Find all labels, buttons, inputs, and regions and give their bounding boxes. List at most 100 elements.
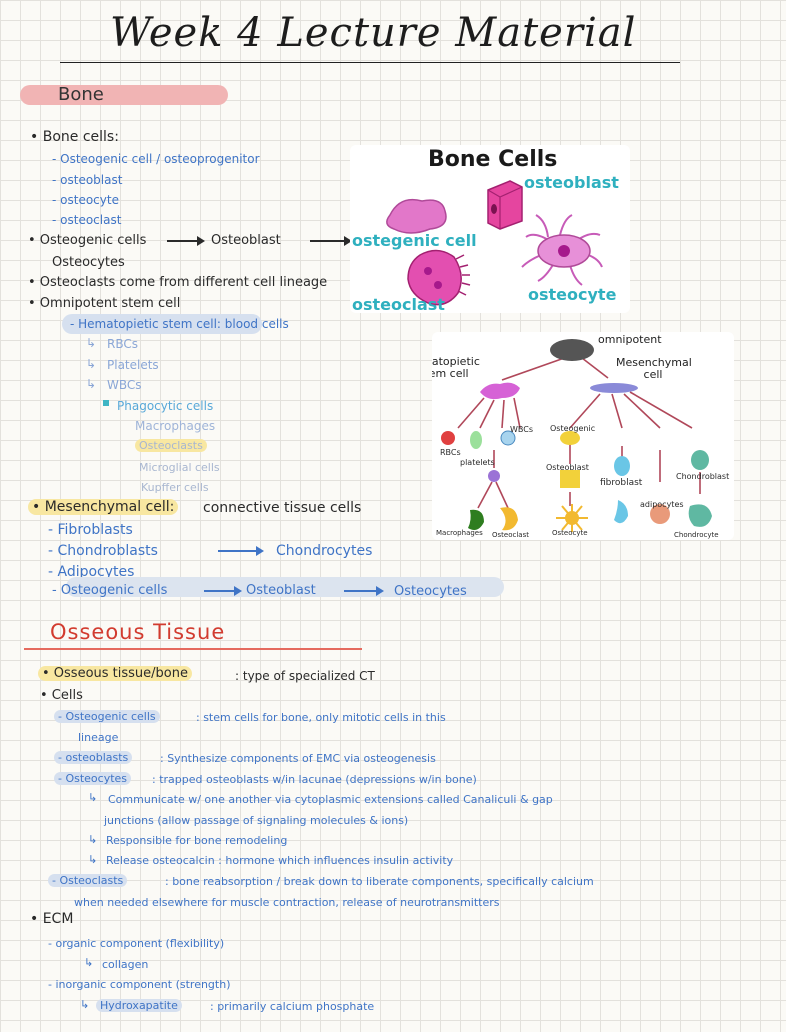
title-underline (60, 62, 680, 63)
fig2-chondrocyte: Chondrocyte (674, 531, 719, 539)
osseous-heading: Osseous Tissue (50, 620, 226, 644)
oc-sub3-arrow: ↳ (88, 853, 98, 866)
bone-cells-illustration (386, 180, 603, 306)
collagen-arrow: ↳ (84, 956, 94, 969)
osteoclast-yellow (500, 507, 518, 531)
og-text: : stem cells for bone, only mitotic cell… (196, 711, 446, 724)
osteoclast-nucleus-1 (424, 267, 432, 275)
fig2-wbcs: WBCs (510, 425, 534, 434)
bone-cell-item-4: - osteoclast (52, 213, 122, 227)
phago-label: Phagocytic cells (117, 399, 214, 413)
osteogenic-yellow (560, 431, 580, 445)
osteoblast-yellow (560, 470, 580, 488)
mesenchymal-cell (590, 383, 638, 393)
macrophage-green (468, 509, 484, 530)
osseous-def-label: • Osseous tissue/bone (38, 666, 192, 681)
oc-sub2-arrow: ↳ (88, 833, 98, 846)
fig2-osteogenic: Osteogenic (550, 424, 596, 433)
fig2-osteocyte: Osteocyte (552, 529, 588, 537)
mesen-label-wrap: • Mesenchymal cell: (28, 499, 179, 515)
arrow-mesen-1 (204, 586, 242, 596)
phago-microglial: Microglial cells (139, 461, 220, 474)
hydroxy-label: Hydroxapatite (96, 999, 182, 1012)
osteocyte-nucleus (558, 245, 570, 257)
mesen-flow-1: - Osteogenic cells (52, 583, 168, 598)
phago-osteoclasts-wrap: Osteoclasts (135, 439, 207, 452)
chondroblast-green (691, 450, 709, 470)
hema-platelets: Platelets (107, 358, 159, 372)
fig2-macrophages: Macrophages (436, 529, 483, 537)
hydroxy-arrow: ↳ (80, 998, 90, 1011)
osteoclast-nucleus-2 (434, 281, 442, 289)
og-text2: lineage (78, 731, 119, 744)
ocl-label: - Osteoclasts (48, 874, 128, 887)
adipocyte-orange (650, 504, 670, 524)
osseous-cells: • Cells (40, 688, 83, 703)
mesen-text: connective tissue cells (203, 500, 362, 516)
oc-sub1-arrow: ↳ (88, 791, 98, 804)
mesen-label: • Mesenchymal cell: (28, 499, 179, 515)
osteoblast-face (487, 186, 523, 229)
og-label-wrap: - Osteogenic cells (54, 710, 160, 723)
hema-highlight (62, 314, 262, 334)
rbc-cell (441, 431, 455, 445)
page-title: Week 4 Lecture Material (110, 10, 637, 56)
osteoblast-nucleus (491, 204, 497, 214)
fig2-osteoblast: Osteoblast (546, 463, 589, 472)
arrow-wbc: ↳ (86, 377, 97, 391)
oc-sub2: Responsible for bone remodeling (106, 834, 288, 847)
ocl-label-wrap: - Osteoclasts (48, 874, 128, 887)
ocl-text: : bone reabsorption / break down to libe… (165, 875, 594, 888)
fig1-label-osteoclast: osteoclast (352, 295, 445, 313)
phago-kupffer: Kupffer cells (141, 481, 209, 494)
oc-sub1b: junctions (allow passage of signaling mo… (104, 814, 409, 827)
arrow-2 (310, 236, 352, 246)
bone-heading: Bone (20, 85, 228, 105)
fig2-chondroblast: Chondroblast (676, 472, 730, 481)
phago-bullet (103, 400, 109, 406)
ocl-text2: when needed elsewhere for muscle contrac… (74, 896, 500, 909)
mesen-flow-3: Osteocytes (394, 584, 467, 599)
ecm-label: • ECM (30, 911, 74, 927)
bone-cell-item-1: - Osteogenic cell / osteoprogenitor (52, 152, 260, 166)
fig2-adipocytes: adipocytes (640, 500, 684, 509)
ob-label-wrap: - osteoblasts (54, 751, 133, 764)
osteocyte-yellow-body (565, 511, 579, 525)
fig2-osteoclast: Osteoclast (492, 531, 529, 539)
osteoclast-fringe (455, 254, 471, 296)
mesen-flow-2: Osteoblast (246, 583, 316, 598)
hydroxy-text: : primarily calcium phosphate (210, 1000, 375, 1013)
fig2-omnipotent: omnipotent (598, 333, 662, 346)
bone-cells-figure-title: Bone Cells (428, 147, 558, 172)
osseous-def-text: : type of specialized CT (235, 669, 375, 683)
oc-label: - Osteocytes (54, 772, 132, 785)
hydroxy-label-wrap: Hydroxapatite (96, 999, 182, 1012)
arrow-chondro (218, 546, 264, 556)
arrow-platelets: ↳ (86, 357, 97, 371)
fig2-rbcs: RBCs (440, 448, 461, 457)
osteoblast-shape (487, 180, 523, 230)
fig2-fibroblast: fibroblast (600, 478, 643, 488)
lineage-illustration (441, 339, 712, 532)
inorganic-label: - inorganic component (strength) (48, 978, 231, 991)
mesen-flow-highlight (66, 577, 504, 597)
arrow-1 (167, 236, 205, 246)
hema-wbc: WBCs (107, 378, 142, 392)
omnipotent-cell (550, 339, 594, 361)
hema-rbc: RBCs (107, 337, 138, 351)
fig2-platelets: platelets (460, 458, 495, 467)
bone-cells-figure: Bone Cells osteoblast ostegenic cell ost… (350, 145, 630, 313)
wbc-cell (500, 430, 516, 446)
flow-osteocytes: Osteocytes (52, 255, 125, 270)
ob-text: : Synthesize components of EMC via osteo… (160, 752, 436, 765)
mesen-chondrocytes: Chondrocytes (276, 543, 373, 559)
og-label: - Osteogenic cells (54, 710, 160, 723)
phago-osteoclasts: Osteoclasts (135, 439, 207, 452)
mesen-adipocytes: - Adipocytes (48, 564, 135, 580)
flow-osteogenic: • Osteogenic cells (28, 233, 147, 248)
platelet-cell (470, 431, 482, 449)
collagen-label: collagen (102, 958, 149, 971)
arrow-rbc: ↳ (86, 336, 97, 350)
fig1-label-osteogenic: ostegenic cell (352, 231, 477, 250)
oc-sub1: Communicate w/ one another via cytoplasm… (108, 793, 553, 806)
